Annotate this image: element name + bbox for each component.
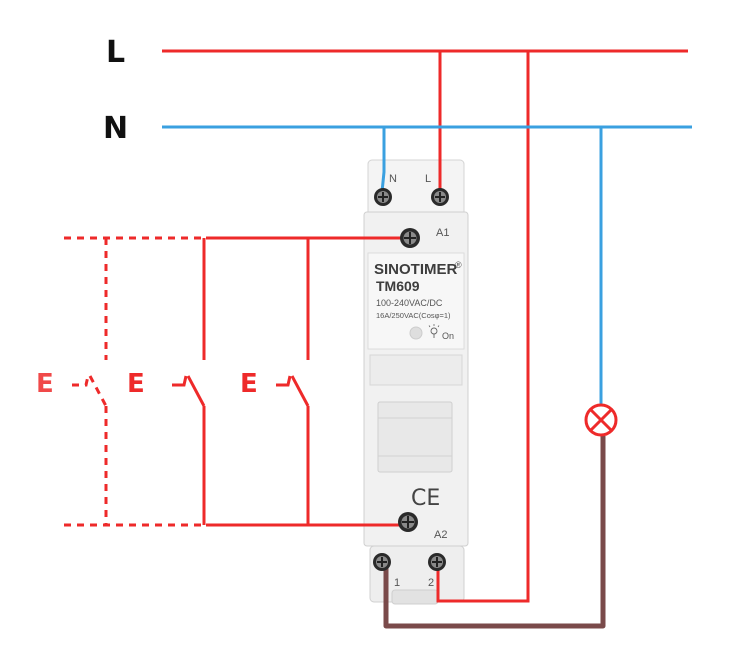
dashed-switch-stub	[72, 375, 90, 387]
terminal-label-a2: A2	[434, 529, 447, 541]
lamp-symbol	[584, 403, 618, 437]
switch-1-stub	[172, 375, 188, 387]
ce-mark: CE	[411, 486, 440, 511]
live-wiring	[162, 49, 688, 603]
screw-n	[374, 188, 392, 206]
screw-a2	[398, 512, 418, 532]
indicator-label: On	[442, 331, 454, 341]
neutral-rail-label: N	[103, 111, 128, 146]
optional-switch-wiring	[64, 236, 206, 527]
terminal-label-1: 1	[394, 577, 400, 589]
live-to-terminal-2	[436, 51, 530, 603]
screw-2	[428, 553, 446, 571]
terminal-label-2: 2	[428, 577, 434, 589]
screw-l	[431, 188, 449, 206]
registered-mark: ®	[455, 260, 462, 270]
load-spec: 16A/250VAC(Cosφ=1)	[376, 311, 451, 320]
indicator-led	[409, 326, 423, 340]
switch-2-stub	[276, 375, 292, 387]
relay-device: SINOTIMER ® TM609 100-240VAC/DC 16A/250V…	[363, 159, 469, 605]
neutral-drop-to-n-terminal	[380, 127, 386, 193]
terminal-label-a1: A1	[436, 227, 449, 239]
neutral-wiring	[162, 125, 692, 406]
terminal-label-l: L	[425, 173, 431, 185]
terminal-screws	[373, 188, 449, 571]
switch-1-blade	[186, 375, 206, 407]
device-lower-panel	[369, 354, 463, 386]
switch-2-blade	[290, 375, 310, 407]
device-model: TM609	[376, 278, 420, 294]
screw-1	[373, 553, 391, 571]
dashed-switch-blade	[88, 375, 108, 407]
din-clip	[391, 589, 439, 605]
live-rail-label: L	[106, 35, 125, 70]
switch-1-label: E	[127, 369, 145, 399]
device-window	[377, 401, 453, 473]
switch-2-label: E	[240, 369, 258, 399]
device-brand: SINOTIMER	[374, 261, 458, 278]
dashed-switch-label: E	[36, 369, 54, 399]
lamp-icon	[428, 324, 440, 338]
voltage-spec: 100-240VAC/DC	[376, 298, 443, 308]
screw-a1	[400, 228, 420, 248]
terminal-label-n: N	[389, 173, 397, 185]
